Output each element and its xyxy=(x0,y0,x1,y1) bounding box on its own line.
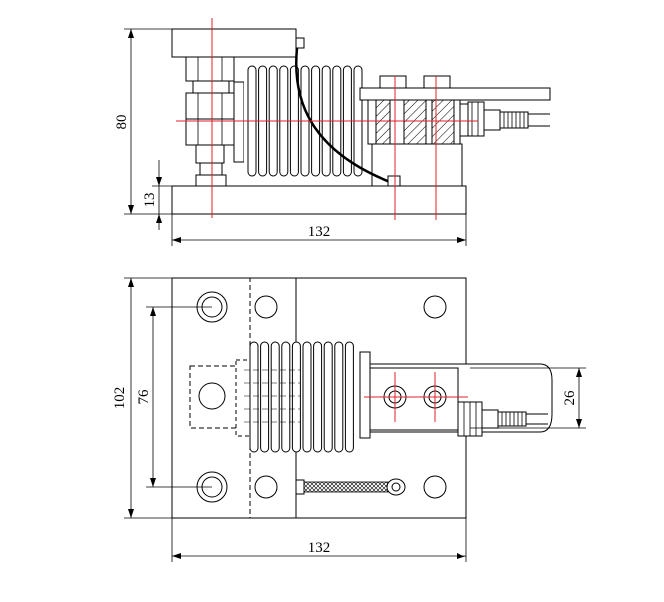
top-hole-br xyxy=(423,475,447,499)
side-nut-stack xyxy=(185,56,245,187)
side-cable xyxy=(295,47,391,184)
top-hole-tm xyxy=(254,295,278,319)
dim-side-width: 132 xyxy=(308,224,331,240)
dim-side-height: 80 xyxy=(114,115,130,130)
dim-top-width: 132 xyxy=(308,540,331,556)
top-bellows xyxy=(235,341,354,453)
dim-top-cell: 26 xyxy=(562,390,578,406)
side-bellows xyxy=(244,65,364,177)
top-mount-hole xyxy=(198,382,226,410)
top-view: 102 76 26 132 xyxy=(112,277,586,562)
side-top-plate-screw xyxy=(295,37,305,49)
side-base-plate xyxy=(171,185,467,215)
side-cable-clip xyxy=(387,175,401,187)
top-sensor-body xyxy=(359,351,553,439)
dim-top-height: 102 xyxy=(112,387,128,410)
top-ground-strap xyxy=(295,478,406,496)
top-hole-bm xyxy=(254,475,278,499)
top-hole-tr xyxy=(423,295,447,319)
side-view: 80 13 132 xyxy=(114,18,551,246)
dim-side-base: 13 xyxy=(142,193,158,208)
side-top-plate xyxy=(171,28,297,58)
side-sensor-block xyxy=(359,75,551,187)
dim-top-spacing: 76 xyxy=(136,389,152,405)
